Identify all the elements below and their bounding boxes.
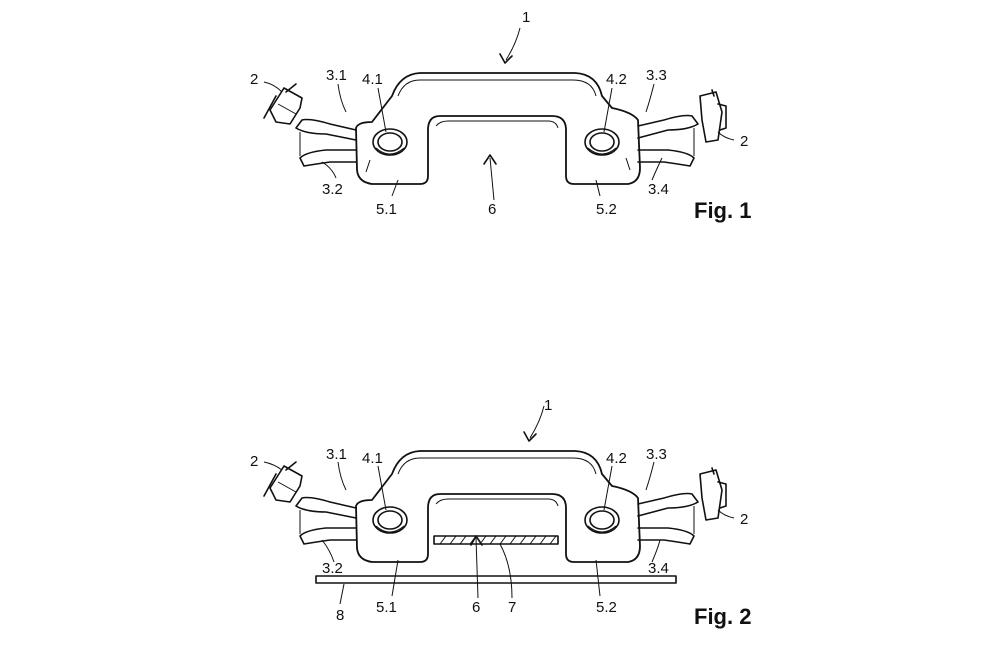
connector-left (263, 461, 303, 503)
label-assembly: 1 (522, 9, 530, 26)
label-connector-left: 2 (250, 71, 258, 88)
label-pipe-lower-left: 3.2 (322, 181, 343, 198)
outlet-left (372, 128, 408, 156)
label-housing-left: 5.1 (376, 201, 397, 218)
label-recess: 6 (488, 201, 496, 218)
outlet-right (584, 128, 620, 156)
label-outlet-left: 4.1 (362, 71, 383, 88)
label-pipe-lower-left: 3.2 (322, 560, 343, 577)
outlet-left (372, 506, 408, 534)
figure-1: 1 2 3.1 4.1 3.2 5.1 6 5.2 4.2 3.3 3.4 2 … (250, 9, 751, 223)
label-connector-right: 2 (740, 133, 748, 150)
pipes-right (637, 114, 699, 167)
label-housing-right: 5.2 (596, 599, 617, 616)
label-pipe-upper-left: 3.1 (326, 446, 347, 463)
plate (433, 535, 559, 545)
floor-base (315, 575, 677, 584)
label-pipe-lower-right: 3.4 (648, 560, 669, 577)
label-outlet-right: 4.2 (606, 71, 627, 88)
muffler-assembly (263, 450, 727, 584)
muffler-body-outline (355, 72, 641, 185)
pipes-left (295, 496, 357, 545)
label-housing-left: 5.1 (376, 599, 397, 616)
figure-caption: Fig. 2 (694, 604, 751, 629)
pipes-left (295, 118, 357, 167)
muffler-assembly (263, 72, 727, 185)
label-pipe-upper-right: 3.3 (646, 67, 667, 84)
leader-lines (263, 27, 735, 201)
figure-caption: Fig. 1 (694, 198, 751, 223)
label-pipe-upper-left: 3.1 (326, 67, 347, 84)
pipes-right (637, 492, 699, 545)
outlet-right (584, 506, 620, 534)
label-plate: 7 (508, 599, 516, 616)
connector-left (263, 83, 303, 125)
figure-2: 1 2 3.1 4.1 3.2 5.1 6 7 5.2 4.2 3.3 3.4 … (250, 397, 751, 629)
label-recess: 6 (472, 599, 480, 616)
label-outlet-right: 4.2 (606, 450, 627, 467)
label-pipe-lower-right: 3.4 (648, 181, 669, 198)
label-floor: 8 (336, 607, 344, 624)
label-housing-right: 5.2 (596, 201, 617, 218)
leader-lines (263, 405, 735, 605)
label-pipe-upper-right: 3.3 (646, 446, 667, 463)
muffler-body-outline (355, 450, 641, 563)
connector-right (699, 89, 727, 143)
label-outlet-left: 4.1 (362, 450, 383, 467)
label-connector-right: 2 (740, 511, 748, 528)
label-connector-left: 2 (250, 453, 258, 470)
label-assembly: 1 (544, 397, 552, 414)
connector-right (699, 467, 727, 521)
